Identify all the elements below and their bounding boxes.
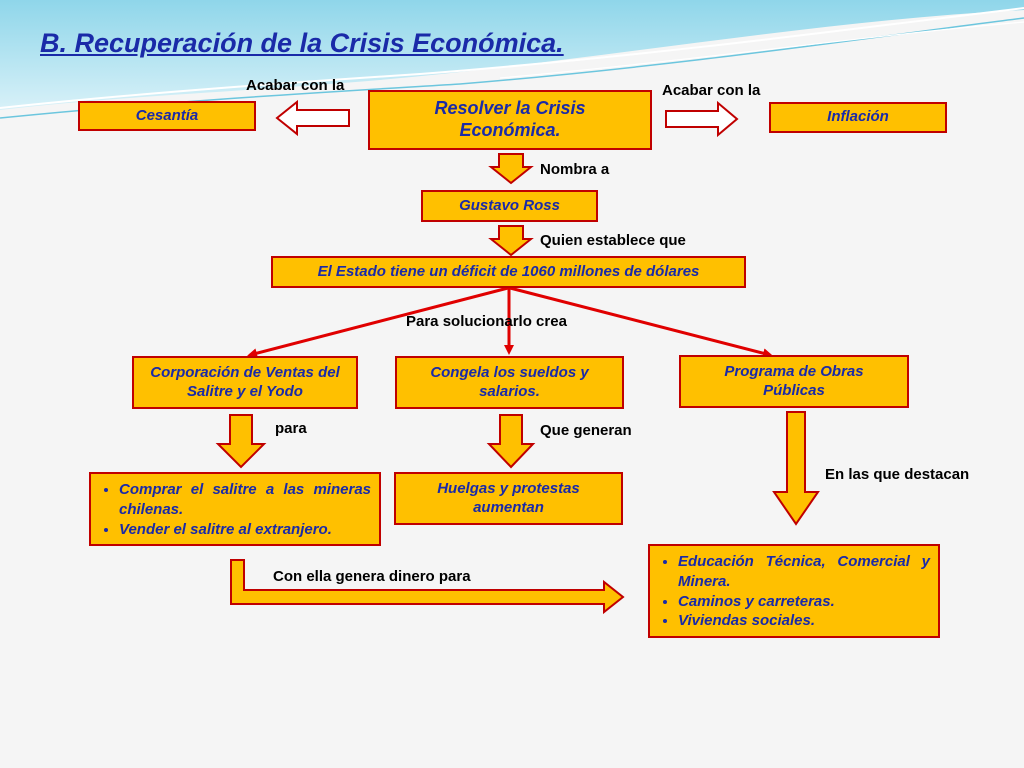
page-title: B. Recuperación de la Crisis Económica. [40, 28, 564, 58]
node-educacion-list: Educación Técnica, Comercial y Minera. C… [648, 544, 940, 638]
branch-line [509, 286, 773, 359]
arrow-down-icon [772, 411, 820, 526]
arrow-down-icon [215, 414, 267, 469]
label-destacan: En las que destacan [825, 466, 970, 483]
list-item: Viviendas sociales. [678, 611, 930, 631]
list-item: Comprar el salitre a las mineras chilena… [119, 480, 371, 520]
label-acabar-left: Acabar con la [246, 77, 345, 94]
arrow-down-icon [486, 414, 536, 469]
node-center: Resolver la Crisis Económica. [368, 90, 652, 150]
branch-line [247, 286, 509, 359]
label-dinero: Con ella genera dinero para [273, 568, 471, 585]
node-congela: Congela los sueldos y salarios. [395, 356, 624, 409]
arrow-left-icon [275, 99, 350, 137]
label-acabar-right: Acabar con la [662, 82, 761, 99]
node-estado: El Estado tiene un déficit de 1060 millo… [271, 256, 746, 288]
list-item: Vender el salitre al extranjero. [119, 520, 371, 540]
node-comprar-list: Comprar el salitre a las mineras chilena… [89, 472, 381, 546]
node-huelgas: Huelgas y protestas aumentan [394, 472, 623, 525]
label-para: para [275, 420, 307, 437]
bent-arrow-icon [230, 559, 625, 615]
list-item: Educación Técnica, Comercial y Minera. [678, 552, 930, 592]
label-solucionarlo: Para solucionarlo crea [406, 313, 567, 330]
arrow-right-icon [665, 100, 739, 138]
label-quien: Quien establece que [540, 232, 686, 249]
node-programa: Programa de Obras Públicas [679, 355, 909, 408]
node-inflacion: Inflación [769, 102, 947, 133]
node-cesantia: Cesantía [78, 101, 256, 131]
label-nombra: Nombra a [540, 161, 610, 178]
list-item: Caminos y carreteras. [678, 592, 930, 612]
arrow-down-icon [488, 225, 534, 257]
arrow-down-icon [488, 153, 534, 185]
label-generan: Que generan [540, 422, 632, 439]
node-gustavo-ross: Gustavo Ross [421, 190, 598, 222]
node-corporacion: Corporación de Ventas del Salitre y el Y… [132, 356, 358, 409]
